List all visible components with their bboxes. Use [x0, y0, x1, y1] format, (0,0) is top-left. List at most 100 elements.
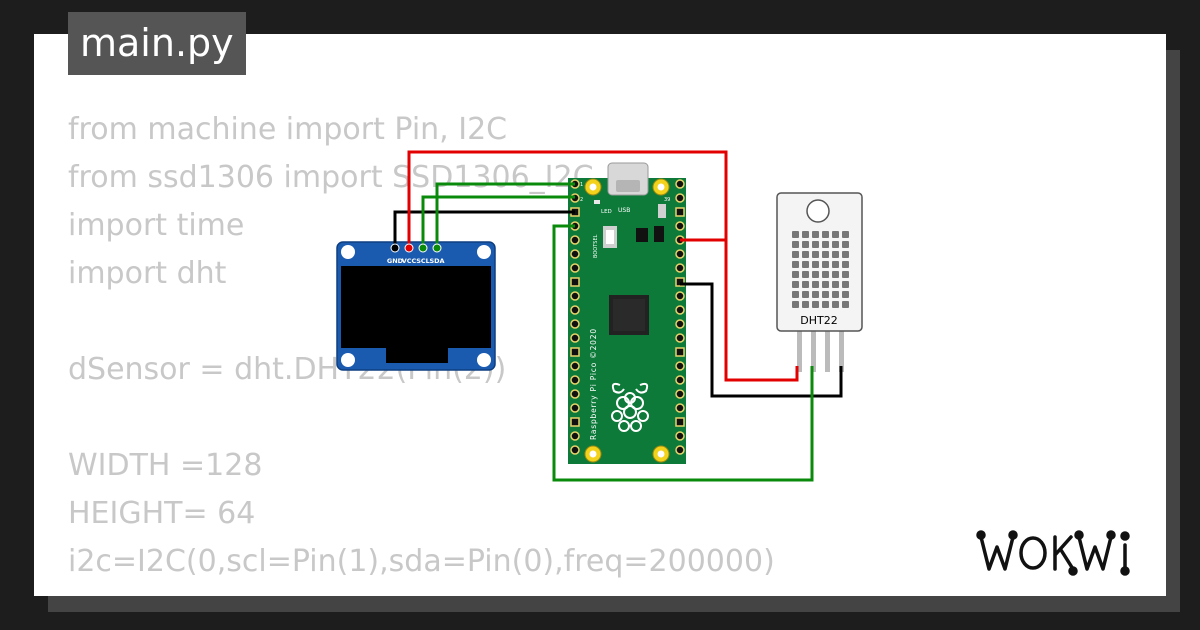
wire-oled-gnd	[393, 210, 575, 248]
pico-pin[interactable]	[570, 249, 580, 259]
dht22-vent-hole	[832, 261, 839, 268]
pico-pin[interactable]	[675, 403, 685, 413]
dht22-vent-hole	[812, 291, 819, 298]
dht22-vent-hole	[832, 231, 839, 238]
dht22-vent-hole	[792, 301, 799, 308]
wire-oled-sda	[435, 182, 575, 248]
pico-pin[interactable]	[675, 291, 685, 301]
pico-pin[interactable]	[675, 249, 685, 259]
dht22-vent-hole	[792, 291, 799, 298]
pico-pin[interactable]	[570, 277, 580, 287]
dht22-vent-hole	[822, 261, 829, 268]
pico-pin[interactable]	[675, 305, 685, 315]
dht22-vent-hole	[822, 271, 829, 278]
pico-bootsel-label: BOOTSEL	[593, 234, 599, 258]
dht22-vent-hole	[792, 281, 799, 288]
dht22-vent-hole	[832, 241, 839, 248]
oled-pin-labels: GND VCC SCL SDA	[387, 257, 445, 265]
pico-pin[interactable]	[570, 361, 580, 371]
oled-display[interactable]: GND VCC SCL SDA	[336, 241, 496, 371]
pico-pin[interactable]	[570, 291, 580, 301]
dht22-label: DHT22	[800, 314, 837, 327]
code-line: from ssd1306 import SSD1306_I2C	[68, 160, 594, 195]
pico-pin[interactable]	[570, 431, 580, 441]
pico-pin[interactable]	[570, 235, 580, 245]
pico-pin[interactable]	[570, 375, 580, 385]
pico-pin[interactable]	[675, 263, 685, 273]
dht22-vent-hole	[842, 251, 849, 258]
pico-pin-1-label: 1	[580, 182, 583, 188]
pico-usb-label: USB	[618, 207, 630, 214]
pico-pin[interactable]	[675, 375, 685, 385]
dht22-vent-hole	[812, 241, 819, 248]
pico-pin[interactable]	[570, 333, 580, 343]
pico-pin[interactable]	[675, 221, 685, 231]
dht22-vent-hole	[812, 281, 819, 288]
dht22-vent-hole	[832, 251, 839, 258]
pico-pin[interactable]	[675, 347, 685, 357]
pico-pin[interactable]	[675, 389, 685, 399]
dht22-vent-hole	[842, 291, 849, 298]
pico-pin[interactable]	[675, 431, 685, 441]
dht22-vent-hole	[812, 301, 819, 308]
dht22-vent-hole	[842, 281, 849, 288]
dht22-vent-hole	[802, 241, 809, 248]
raspberry-pi-logo	[611, 382, 649, 432]
dht22-vent-hole	[802, 261, 809, 268]
pico-pin[interactable]	[570, 445, 580, 455]
dht22-vent-hole	[842, 301, 849, 308]
dht22-vent-hole	[792, 241, 799, 248]
dht22-vent-hole	[802, 291, 809, 298]
pico-pin[interactable]	[675, 319, 685, 329]
dht22-vent-hole	[822, 241, 829, 248]
pico-pin[interactable]	[675, 417, 685, 427]
pico-pin[interactable]	[675, 445, 685, 455]
code-line: oled = SSD1306_I2C(WIDTH,HEIGHT,i2c)	[68, 586, 775, 596]
dht22-vent-hole	[832, 291, 839, 298]
oled-pin-gnd: GND	[387, 257, 404, 265]
pico-pin[interactable]	[675, 207, 685, 217]
dht22-vent-hole	[822, 231, 829, 238]
dht22-vent-hole	[812, 231, 819, 238]
dht22-vent-hole	[802, 271, 809, 278]
dht22-vent-hole	[822, 291, 829, 298]
pico-pin[interactable]	[570, 263, 580, 273]
oled-pin-vcc: VCC	[402, 257, 417, 265]
dht22-vent-hole	[812, 261, 819, 268]
wires	[393, 150, 843, 482]
oled-pin-scl: SCL	[416, 257, 430, 265]
dht22-vent-hole	[812, 251, 819, 258]
dht22-vent-hole	[832, 281, 839, 288]
dht22-vent-hole	[792, 251, 799, 258]
pico-pin[interactable]	[675, 193, 685, 203]
dht22-vent-hole	[842, 241, 849, 248]
wire-pin-caps	[390, 243, 442, 253]
pico-pin[interactable]	[570, 403, 580, 413]
pico-pin[interactable]	[675, 361, 685, 371]
dht22-vent-grid	[792, 231, 849, 308]
code-line: HEIGHT= 64	[68, 496, 256, 531]
dht22-vent-hole	[842, 261, 849, 268]
dht22-vent-hole	[832, 271, 839, 278]
pico-pin[interactable]	[570, 305, 580, 315]
wire-dht-gnd	[680, 282, 843, 398]
pico-pin[interactable]	[570, 347, 580, 357]
dht22-vent-hole	[822, 281, 829, 288]
pico-pin[interactable]	[570, 417, 580, 427]
pico-pin[interactable]	[570, 389, 580, 399]
code-line: import dht	[68, 256, 227, 291]
pico-pin[interactable]	[675, 333, 685, 343]
wire-dht-data	[552, 224, 814, 482]
dht22-sensor[interactable]: DHT22	[776, 192, 863, 372]
file-tab[interactable]: main.py	[68, 12, 246, 75]
pico-pin-header-left	[570, 179, 580, 455]
pico-pin[interactable]	[570, 319, 580, 329]
wire-dht-vcc	[680, 238, 799, 382]
raspberry-pi-pico[interactable]: USB LED 1 2 39 BOOTSEL Raspberry Pi Pico…	[568, 162, 686, 464]
code-line: from machine import Pin, I2C	[68, 112, 508, 147]
pico-pin[interactable]	[675, 277, 685, 287]
oled-pin-sda: SDA	[429, 257, 444, 265]
pico-pin[interactable]	[675, 179, 685, 189]
dht22-vent-hole	[822, 301, 829, 308]
